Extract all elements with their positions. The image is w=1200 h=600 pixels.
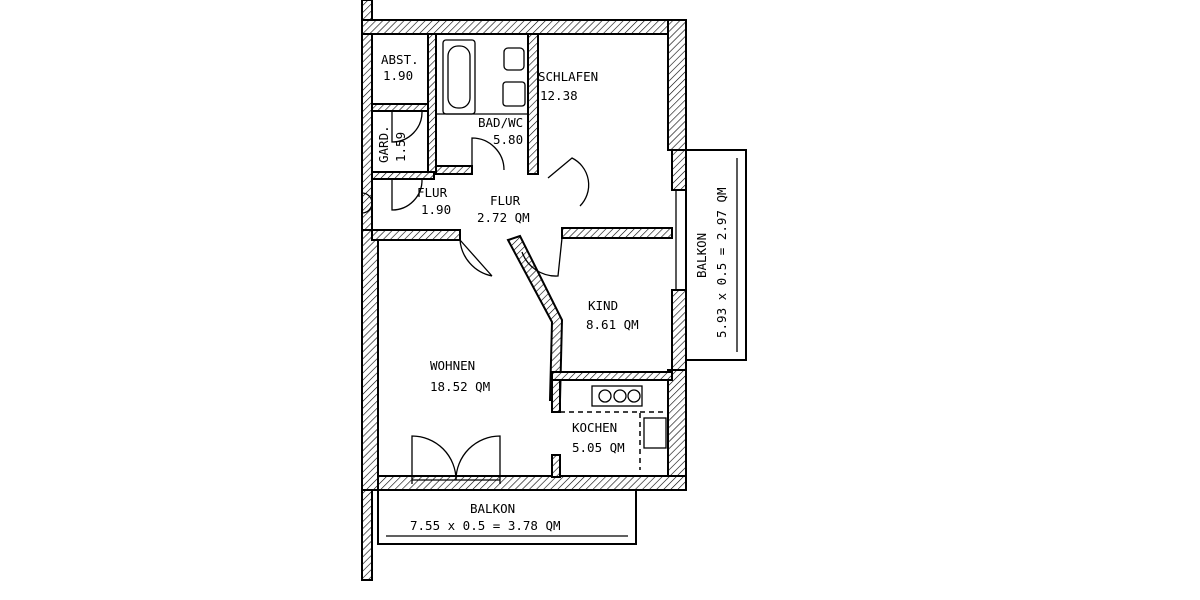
side-balcony xyxy=(675,149,747,361)
room-area-wohnen: 18.52 QM xyxy=(430,379,490,394)
left-wall-living xyxy=(361,229,379,491)
bottom-wall xyxy=(361,475,687,491)
right-wall-lower xyxy=(667,369,687,491)
balcony-door-right xyxy=(455,435,501,484)
room-area-kind: 8.61 QM xyxy=(586,317,639,332)
doors xyxy=(361,110,590,484)
burner-icon xyxy=(627,389,641,403)
bottom-balcony-label: BALKON xyxy=(470,501,515,516)
room-area-bad: 5.80 xyxy=(493,132,523,147)
wohnen-door xyxy=(459,239,493,277)
side-balcony-door xyxy=(675,189,687,291)
side-balcony-label: BALKON xyxy=(694,233,709,278)
entry-door xyxy=(361,192,373,214)
kind-bottom-wall xyxy=(551,371,673,381)
room-label-kind: KIND xyxy=(588,298,618,313)
room-label-wohnen: WOHNEN xyxy=(430,358,475,373)
room-area-kochen: 5.05 QM xyxy=(572,440,625,455)
room-label-gard: GARD. xyxy=(376,125,391,163)
room-area-flur-small: 1.90 xyxy=(421,202,451,217)
room-label-flur: FLUR xyxy=(490,193,521,208)
room-label-kochen: KOCHEN xyxy=(572,420,617,435)
gard-bottom-wall xyxy=(371,171,435,180)
bath-left-wall xyxy=(427,33,437,175)
gard-door xyxy=(391,178,423,211)
kitchen-sink xyxy=(643,417,667,449)
kochen-left-wall xyxy=(551,379,561,413)
bath-door xyxy=(471,137,505,172)
room-area-flur: 2.72 QM xyxy=(477,210,530,225)
exterior-walls xyxy=(361,0,687,581)
burner-icon xyxy=(598,389,612,403)
kochen-left-wall-2 xyxy=(551,454,561,478)
burner-icon xyxy=(613,389,627,403)
interior-walls xyxy=(371,33,673,478)
room-area-schlafen: 12.38 xyxy=(540,88,578,103)
top-wall xyxy=(361,19,687,35)
schlafen-door xyxy=(547,157,590,207)
living-top-wall xyxy=(371,229,461,241)
balcony-door-left xyxy=(411,435,457,484)
right-wall-segment xyxy=(671,149,687,191)
room-label-flur-small: FLUR xyxy=(417,185,448,200)
toilet xyxy=(503,47,525,71)
bottom-balcony-formula: 7.55 x 0.5 = 3.78 QM xyxy=(410,518,561,533)
bottom-balcony-outline xyxy=(377,489,637,545)
room-labels: ABST. 1.90 GARD. 1.59 BAD/WC 5.80 SCHLAF… xyxy=(376,52,729,533)
bathtub-inner xyxy=(447,45,471,109)
room-area-abst: 1.90 xyxy=(383,68,413,83)
right-wall-segment-2 xyxy=(671,289,687,371)
abst-wall xyxy=(371,103,429,112)
sink xyxy=(502,81,526,107)
room-label-abst: ABST. xyxy=(381,52,419,67)
fixtures xyxy=(436,39,668,470)
abst-door xyxy=(391,110,423,143)
bottom-balcony xyxy=(377,489,637,545)
bath-bottom-wall xyxy=(435,165,473,175)
room-label-bad: BAD/WC xyxy=(478,115,523,130)
room-area-gard: 1.59 xyxy=(393,132,408,162)
room-label-schlafen: SCHLAFEN xyxy=(538,69,598,84)
bath-right-wall xyxy=(527,33,539,175)
right-wall-upper xyxy=(667,19,687,151)
stove xyxy=(591,385,643,407)
kind-door xyxy=(521,237,563,277)
kitchen-counter xyxy=(560,411,641,470)
schlafen-bottom-wall xyxy=(561,227,673,239)
side-balcony-formula: 5.93 x 0.5 = 2.97 QM xyxy=(714,187,729,338)
